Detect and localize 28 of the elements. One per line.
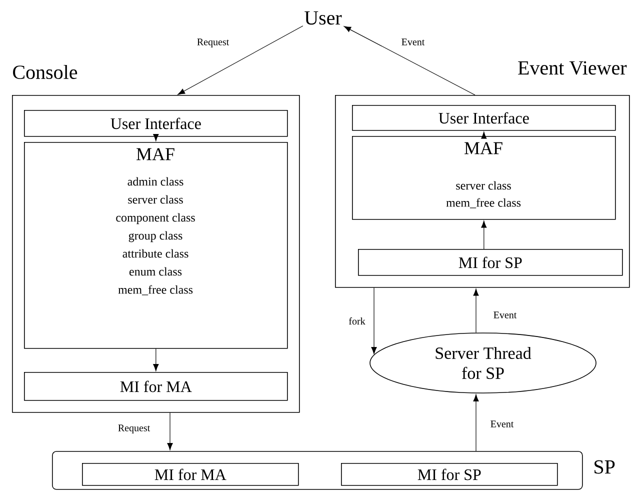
- edge-label: Event: [492, 310, 518, 320]
- arrow: [344, 26, 476, 96]
- edge-label: fork: [348, 316, 366, 326]
- arrow: [178, 26, 304, 95]
- module-box: User Interface: [24, 110, 288, 137]
- module-box: MAF admin class server class component class group class attribute class enum class mem_free class: [24, 142, 288, 349]
- node-label: Event Viewer: [518, 61, 627, 75]
- arrow: [481, 220, 487, 250]
- module-box: MI for MA: [82, 463, 299, 486]
- edge-label: Event: [489, 420, 515, 428]
- edge-label: Request: [116, 424, 152, 434]
- module-box: MAF server class mem_free class: [352, 136, 616, 220]
- node-label: Console: [13, 64, 78, 80]
- user-label: User: [304, 11, 342, 25]
- node-label: SP: [594, 460, 615, 474]
- module-box: User Interface: [352, 105, 616, 131]
- module-box: MI for MA: [24, 372, 288, 401]
- arrow: [371, 288, 377, 354]
- arrow: [153, 348, 159, 372]
- arrow: [167, 412, 173, 450]
- arrow: [153, 134, 159, 142]
- module-box: MI for SP: [358, 249, 623, 276]
- module-box: MI for SP: [341, 463, 558, 486]
- arrow: [473, 394, 479, 452]
- edge-label: Request: [196, 38, 230, 48]
- arrow: [481, 132, 487, 139]
- arrow: [473, 288, 479, 333]
- edge-label: Event: [400, 38, 426, 46]
